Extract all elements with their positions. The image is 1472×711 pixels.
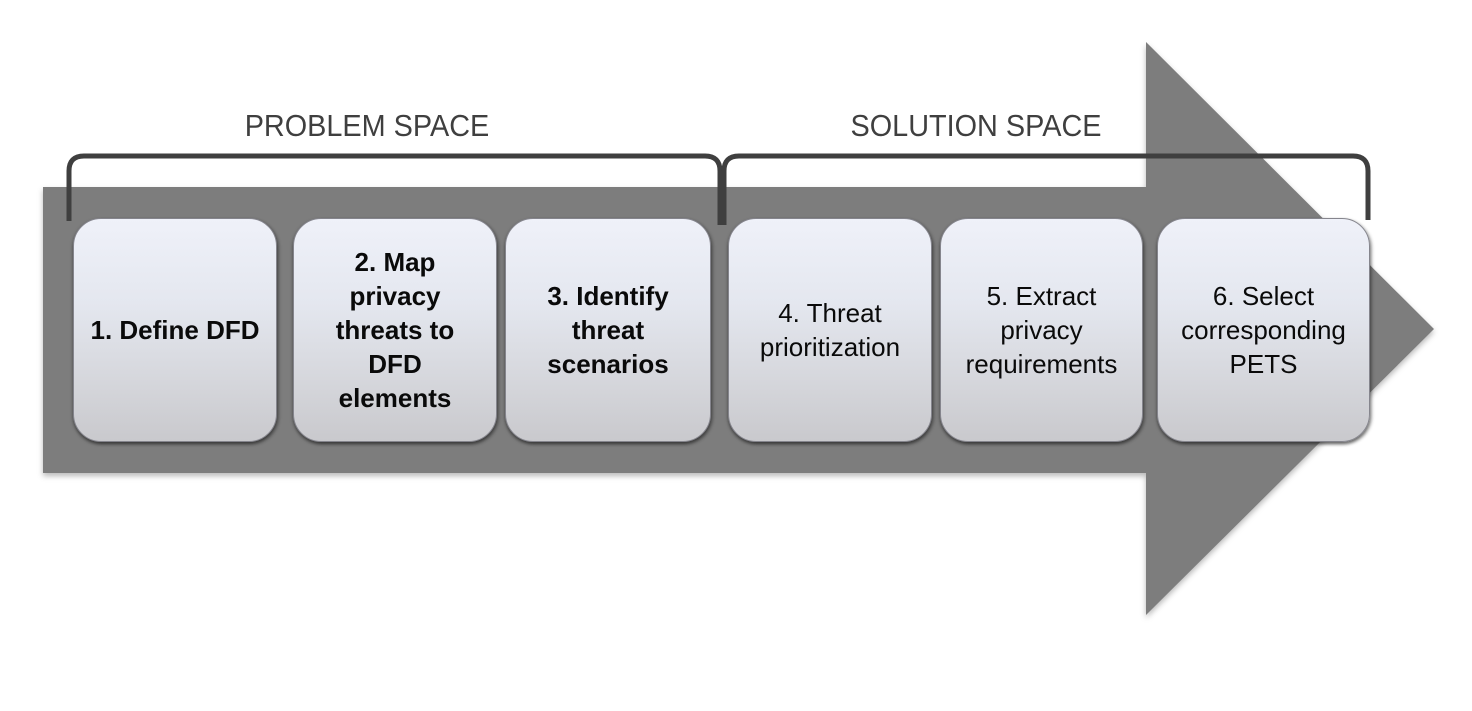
solution-space-label: SOLUTION SPACE <box>850 108 1102 143</box>
solution-space-bracket <box>721 153 1371 225</box>
step-box-1: 1. Define DFD <box>73 218 277 442</box>
problem-space-bracket <box>66 153 723 225</box>
problem-space-label: PROBLEM SPACE <box>244 108 490 143</box>
step-label: 5. Extract privacy requirements <box>965 281 1118 379</box>
step-box-3: 3. Identify threat scenarios <box>505 218 711 442</box>
step-label: 1. Define DFD <box>90 315 260 345</box>
step-box-2: 2. Map privacy threats to DFD elements <box>293 218 497 442</box>
step-box-6: 6. Select corresponding PETS <box>1157 218 1370 442</box>
step-box-4: 4. Threat prioritization <box>728 218 932 442</box>
step-label: 3. Identify threat scenarios <box>547 281 669 379</box>
step-label: 4. Threat prioritization <box>759 298 901 362</box>
step-label: 6. Select corresponding PETS <box>1181 281 1346 379</box>
step-box-5: 5. Extract privacy requirements <box>940 218 1143 442</box>
step-label: 2. Map privacy threats to DFD elements <box>335 247 455 413</box>
